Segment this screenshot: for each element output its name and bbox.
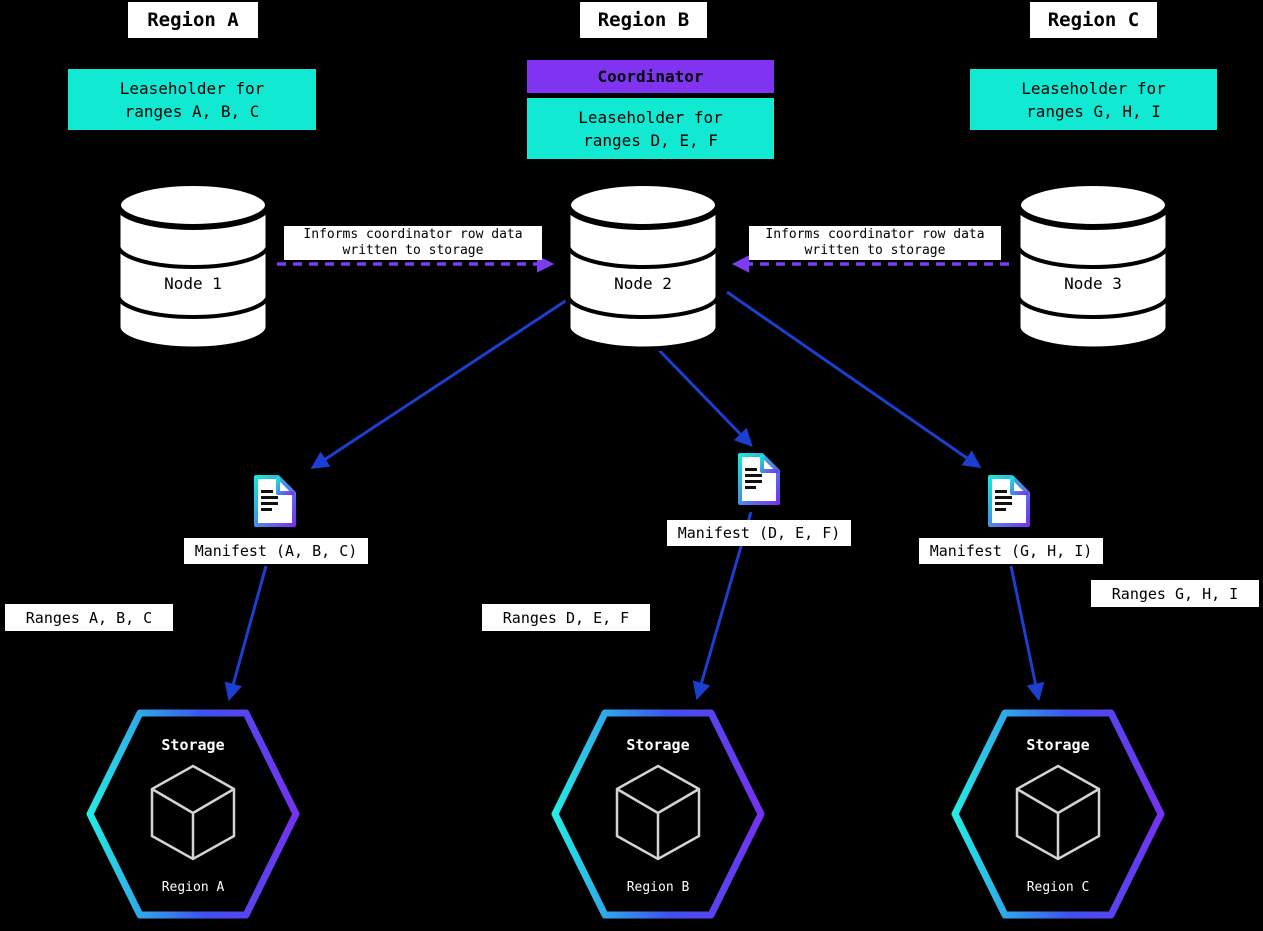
leaseholder-line: ranges D, E, F — [583, 130, 718, 150]
storage-hexagon-region-a: Storage Region A — [85, 708, 301, 920]
leaseholder-line: Leaseholder for — [1021, 78, 1166, 98]
leaseholder-badge-region-a: Leaseholder for ranges A, B, C — [68, 69, 316, 130]
arrow-manifest-c-to-storage — [1009, 565, 1045, 702]
arrow-node2-to-manifest-b — [655, 346, 753, 447]
leaseholder-badge-region-c: Leaseholder for ranges G, H, I — [970, 69, 1217, 130]
arrow-manifest-a-to-storage — [224, 565, 268, 702]
storage-region-label: Region A — [161, 880, 225, 895]
node-1-label: Node 1 — [164, 274, 222, 293]
region-a-title: Region A — [128, 2, 258, 38]
leaseholder-line: ranges G, H, I — [1026, 101, 1161, 121]
region-b-title: Region B — [580, 2, 707, 38]
manifest-c-document-icon — [988, 475, 1030, 527]
region-c-title: Region C — [1030, 2, 1157, 38]
manifest-b-document-icon — [738, 453, 780, 505]
ranges-c-label: Ranges G, H, I — [1091, 580, 1259, 607]
storage-hexagon-region-b: Storage Region B — [550, 708, 766, 920]
arrow-node2-to-manifest-c — [726, 290, 982, 469]
database-node-1-icon: Node 1 — [115, 180, 271, 352]
informs-coordinator-label-left: Informs coordinator row data written to … — [284, 226, 542, 260]
manifest-b-label: Manifest (D, E, F) — [667, 520, 851, 546]
ranges-a-label: Ranges A, B, C — [5, 604, 173, 631]
informs-coordinator-label-right: Informs coordinator row data written to … — [749, 226, 1001, 260]
storage-title: Storage — [1026, 736, 1090, 754]
manifest-a-document-icon — [254, 475, 296, 527]
storage-cube-icon — [150, 764, 236, 861]
informs-label-line: Informs coordinator row data — [765, 227, 985, 242]
informs-label-line: Informs coordinator row data — [303, 227, 523, 242]
database-node-2-icon: Node 2 — [565, 180, 721, 352]
arrow-node2-to-manifest-a — [310, 294, 574, 469]
leaseholder-badge-region-b: Leaseholder for ranges D, E, F — [527, 98, 774, 159]
node-3-label: Node 3 — [1064, 274, 1122, 293]
storage-cube-icon — [1015, 764, 1101, 861]
storage-cube-icon — [615, 764, 701, 861]
storage-hexagon-region-c: Storage Region C — [950, 708, 1166, 920]
storage-region-label: Region C — [1026, 880, 1090, 895]
node-2-label: Node 2 — [614, 274, 672, 293]
ranges-b-label: Ranges D, E, F — [482, 604, 650, 631]
informs-label-line: written to storage — [804, 243, 946, 258]
storage-title: Storage — [626, 736, 690, 754]
leaseholder-line: Leaseholder for — [119, 78, 265, 98]
storage-region-label: Region B — [626, 880, 690, 895]
coordinator-badge: Coordinator — [527, 60, 774, 93]
manifest-c-label: Manifest (G, H, I) — [919, 538, 1103, 564]
storage-title: Storage — [161, 736, 225, 754]
leaseholder-line: ranges A, B, C — [124, 101, 260, 121]
leaseholder-line: Leaseholder for — [578, 107, 723, 127]
informs-label-line: written to storage — [342, 243, 484, 258]
database-node-3-icon: Node 3 — [1015, 180, 1171, 352]
manifest-a-label: Manifest (A, B, C) — [184, 538, 368, 564]
